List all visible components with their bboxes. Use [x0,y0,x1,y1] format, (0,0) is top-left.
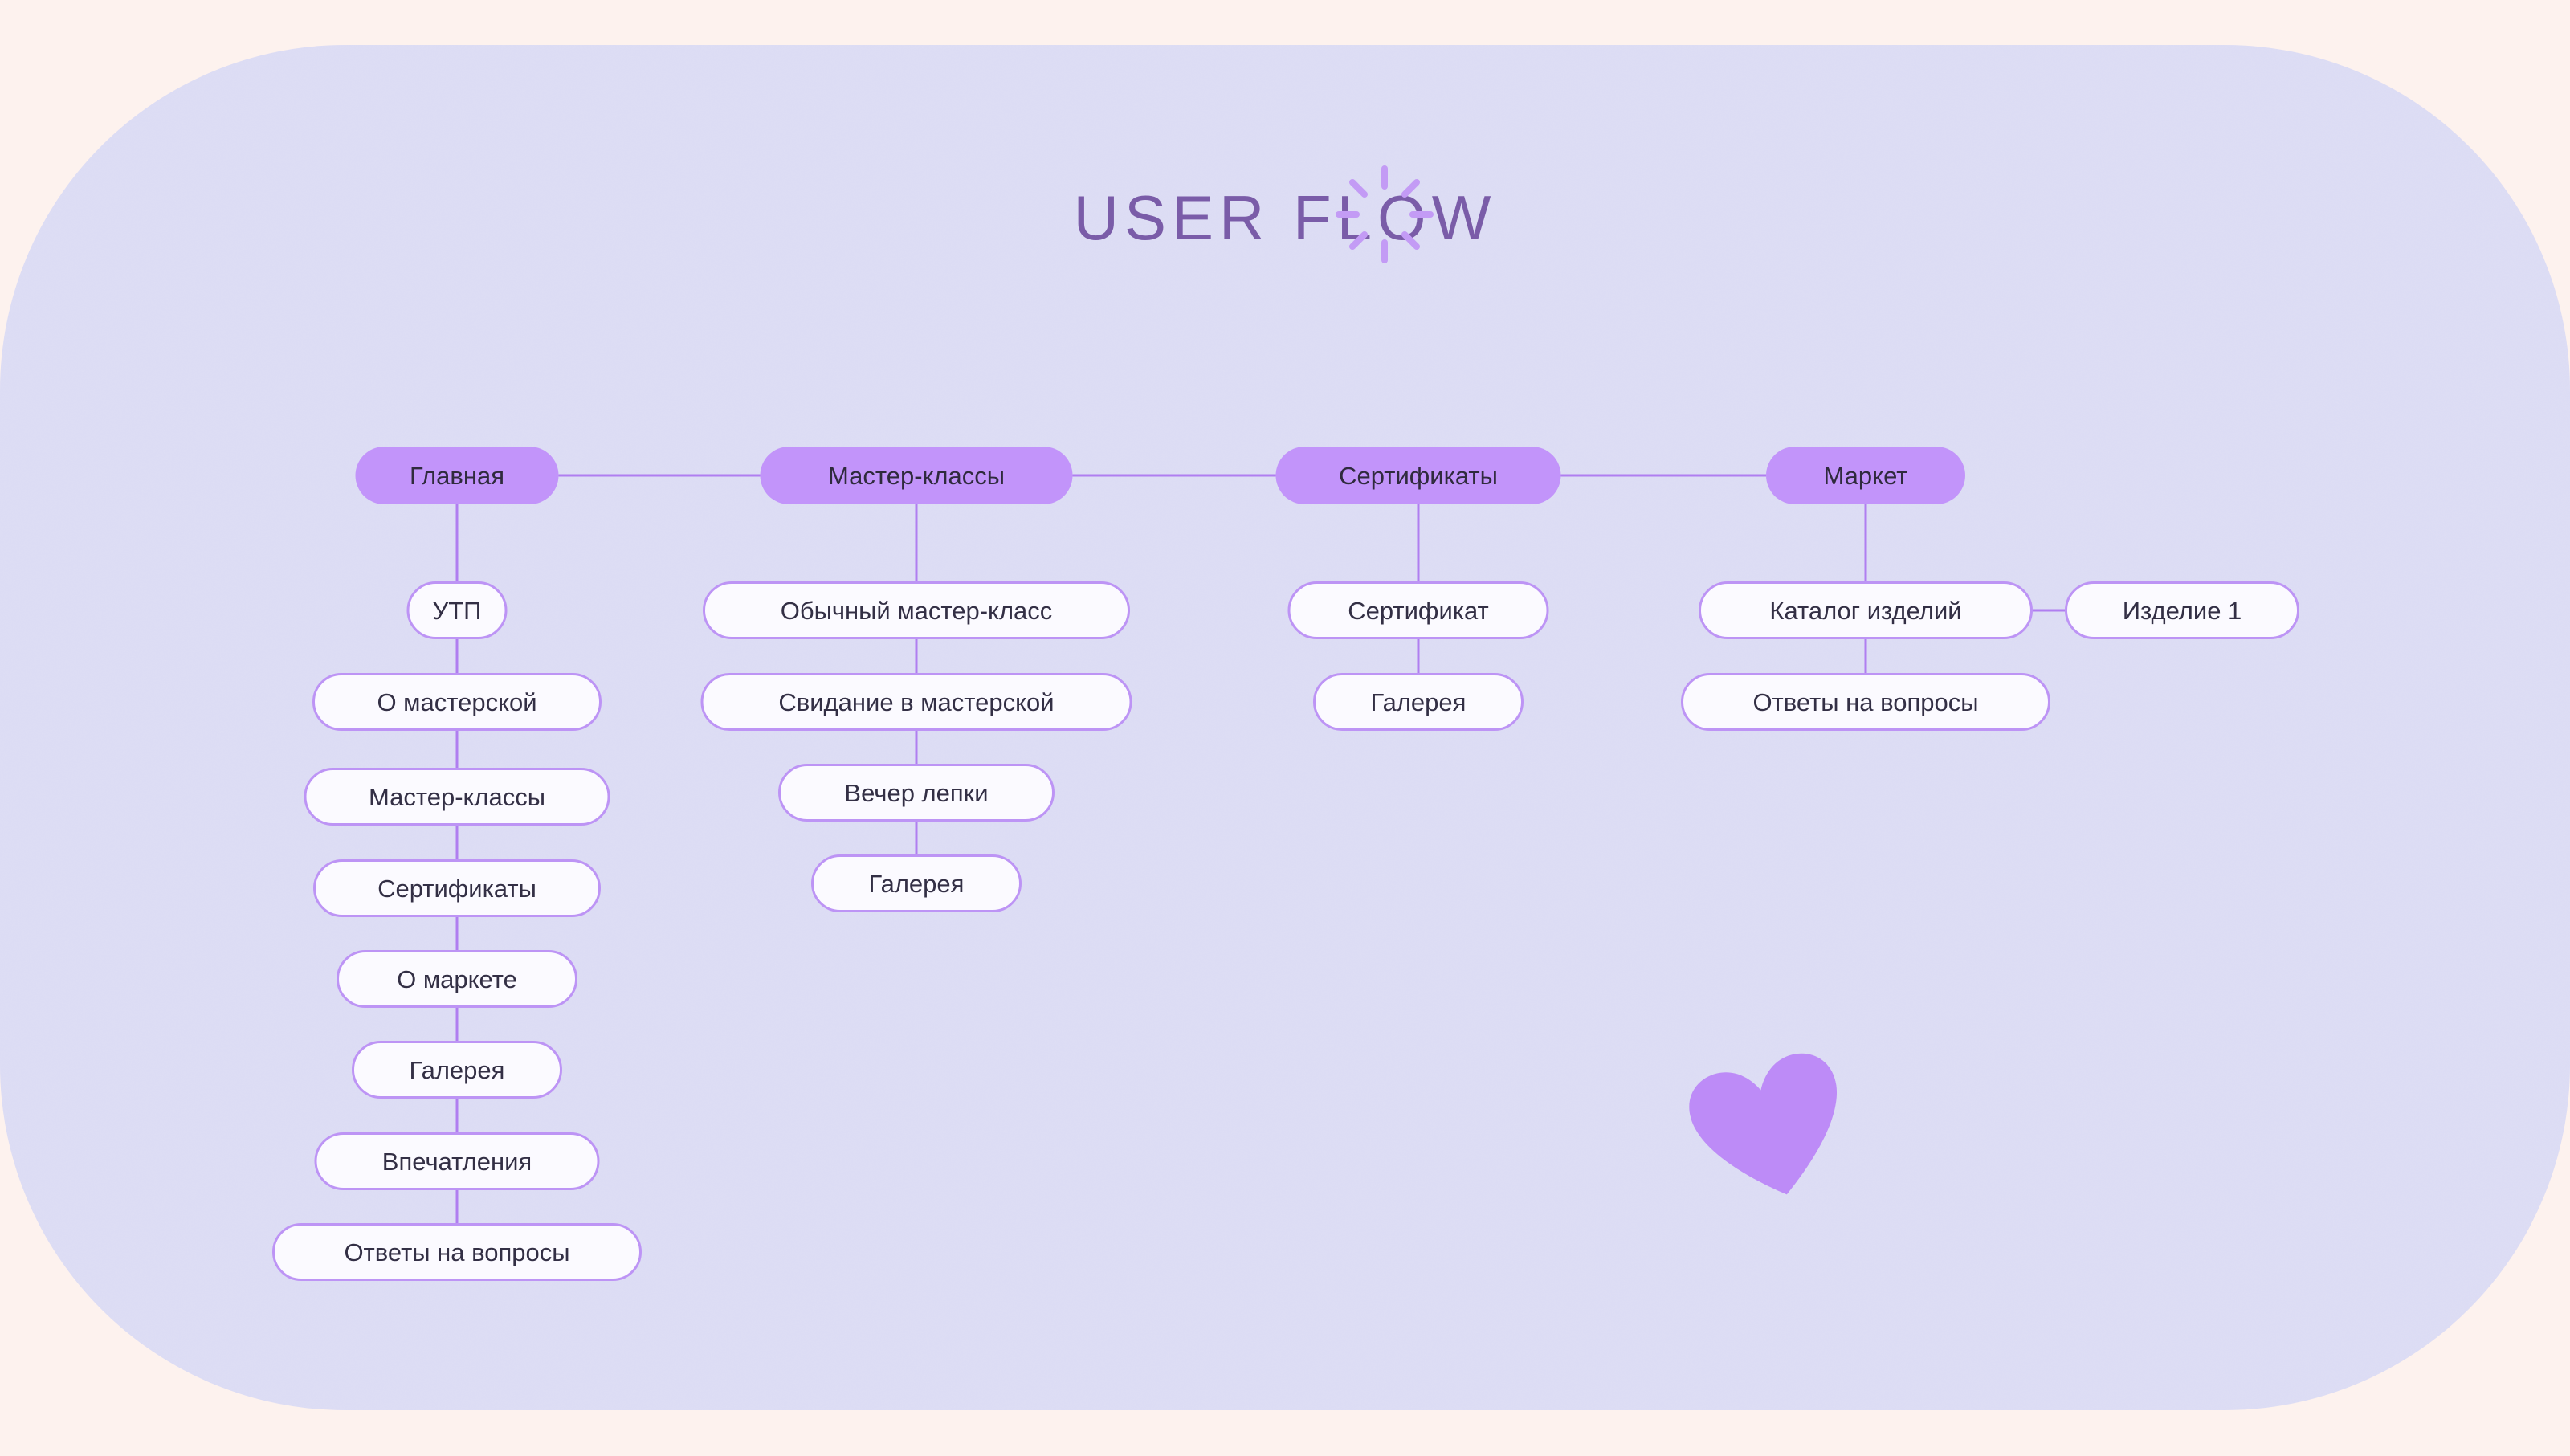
node-о-маркете[interactable]: О маркете [337,950,577,1008]
node-впечатления[interactable]: Впечатления [314,1132,600,1190]
node-label: Сертификаты [1339,461,1498,490]
node-обычный-мастер-класс[interactable]: Обычный мастер-класс [703,581,1130,639]
node-мастер-классы[interactable]: Мастер-классы [304,768,610,826]
node-сертификаты[interactable]: Сертификаты [313,859,601,917]
node-галерея[interactable]: Галерея [1313,673,1524,731]
node-label: Маркет [1823,461,1908,490]
node-label: Сертификаты [377,874,536,903]
node-label: О маркете [397,965,517,993]
root-node-главная[interactable]: Главная [355,447,559,504]
node-label: Ответы на вопросы [1752,687,1979,716]
node-галерея[interactable]: Галерея [352,1041,562,1099]
node-label: Вечер лепки [844,778,989,807]
node-label: Каталог изделий [1769,596,1962,625]
node-изделие-1[interactable]: Изделие 1 [2065,581,2299,639]
root-node-маркет[interactable]: Маркет [1766,447,1965,504]
node-свидание-в-мастерской[interactable]: Свидание в мастерской [700,673,1132,731]
node-сертификат[interactable]: Сертификат [1287,581,1549,639]
node-label: Галерея [868,869,965,898]
node-вечер-лепки[interactable]: Вечер лепки [778,764,1055,822]
node-label: Главная [410,461,504,490]
root-node-сертификаты[interactable]: Сертификаты [1275,447,1561,504]
node-label: Мастер-классы [368,782,546,811]
node-label: УТП [432,596,482,625]
node-label: Мастер-классы [827,461,1006,490]
node-label: Изделие 1 [2122,596,2242,625]
node-label: Сертификат [1348,596,1489,625]
node-ответы-на-вопросы[interactable]: Ответы на вопросы [272,1223,642,1281]
node-label: Свидание в мастерской [778,687,1055,716]
node-label: Впечатления [381,1147,532,1176]
node-label: Ответы на вопросы [344,1238,570,1266]
node-label: Обычный мастер-класс [780,596,1053,625]
root-node-мастер-классы[interactable]: Мастер-классы [760,447,1073,504]
node-галерея[interactable]: Галерея [811,854,1022,912]
node-каталог-изделий[interactable]: Каталог изделий [1699,581,2033,639]
node-label: О мастерской [377,687,537,716]
node-утп[interactable]: УТП [406,581,508,639]
heart-icon [1689,1053,1837,1195]
node-label: Галерея [409,1055,505,1084]
node-о-мастерской[interactable]: О мастерской [312,673,602,731]
node-ответы-на-вопросы[interactable]: Ответы на вопросы [1681,673,2050,731]
node-label: Галерея [1370,687,1467,716]
